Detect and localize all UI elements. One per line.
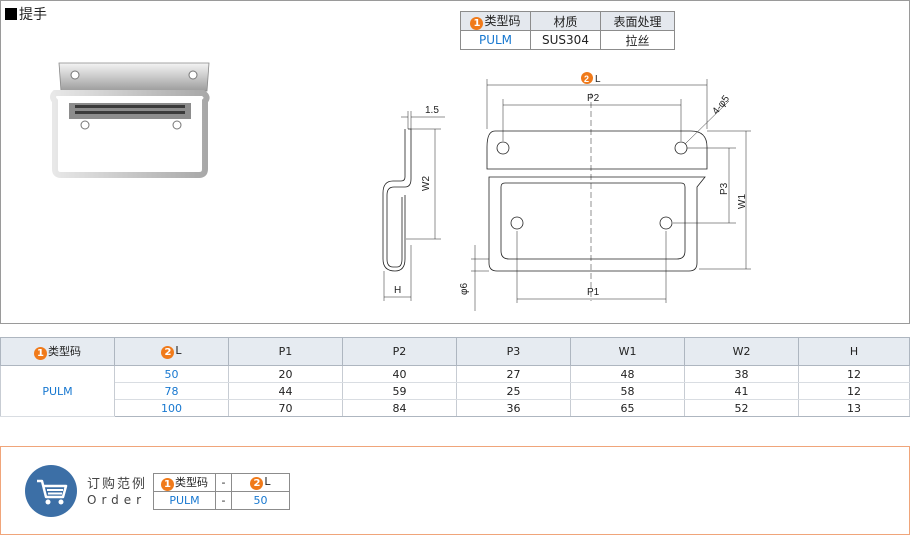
order-header-code-label: 类型码 [175, 476, 208, 489]
cell-l: 50 [114, 365, 229, 383]
cell-p3: 25 [456, 382, 571, 400]
row-code: PULM [0, 365, 115, 417]
col-header-l-label: L [175, 344, 182, 357]
dim-l: L [595, 74, 601, 85]
cart-icon [25, 465, 77, 517]
technical-drawing: 1.5 W2 H φ6 2 L P2 P1 P3 W1 4-φ5 [382, 72, 751, 311]
page-title: 提手 [5, 4, 47, 24]
cell-w1: 58 [570, 382, 685, 400]
cell-l: 100 [114, 399, 229, 417]
product-photo [50, 62, 210, 178]
dim-holes: 4-φ5 [710, 93, 732, 117]
order-header-l-label: L [264, 475, 271, 488]
cell-w2: 38 [684, 365, 799, 383]
table-row: 100 70 84 36 65 52 13 [1, 399, 910, 417]
spec-header-material: 材质 [530, 11, 601, 31]
order-code: PULM [153, 491, 216, 510]
dim-p2: P2 [587, 93, 600, 104]
order-label-cn: 订购范例 [87, 477, 148, 492]
title-text: 提手 [19, 7, 47, 23]
col-header-w1: W1 [570, 337, 685, 366]
col-header-p1: P1 [228, 337, 343, 366]
dim-w2: W2 [421, 176, 432, 191]
dim-phi6: φ6 [459, 283, 470, 295]
dim-p1: P1 [587, 287, 600, 298]
cell-p3: 36 [456, 399, 571, 417]
cell-p3: 27 [456, 365, 571, 383]
order-label-en: Order [87, 493, 147, 507]
cell-p1: 20 [228, 365, 343, 383]
marker-2-icon: 2 [161, 346, 175, 359]
cell-h: 12 [798, 365, 910, 383]
spec-material: SUS304 [530, 30, 601, 50]
dim-w1: W1 [737, 194, 748, 209]
spec-header-code-label: 类型码 [484, 14, 521, 28]
cell-p2: 40 [342, 365, 457, 383]
marker-2-text: 2 [584, 74, 589, 84]
table-row: PULM 50 20 40 27 48 38 12 [0, 365, 910, 417]
cell-h: 12 [798, 382, 910, 400]
order-l-value: 50 [231, 491, 290, 510]
cell-h: 13 [798, 399, 910, 417]
col-header-w2: W2 [684, 337, 799, 366]
cell-p1: 44 [228, 382, 343, 400]
cell-l: 78 [114, 382, 229, 400]
col-header-p3: P3 [456, 337, 571, 366]
dim-h: H [394, 285, 401, 296]
marker-1-icon: 1 [34, 347, 47, 360]
title-square-icon [5, 8, 17, 20]
dim-thickness: 1.5 [425, 105, 439, 116]
spec-surface: 拉丝 [600, 30, 675, 50]
marker-1-icon: 1 [470, 17, 484, 30]
cell-p2: 84 [342, 399, 457, 417]
col-header-p2: P2 [342, 337, 457, 366]
cell-p1: 70 [228, 399, 343, 417]
cell-w1: 65 [570, 399, 685, 417]
cell-w1: 48 [570, 365, 685, 383]
spec-header-surface: 表面处理 [600, 11, 675, 31]
cell-p2: 59 [342, 382, 457, 400]
order-header-sep: - [215, 473, 232, 492]
dim-p3: P3 [719, 182, 730, 195]
marker-2-icon [581, 72, 593, 84]
order-sep: - [215, 491, 232, 510]
cell-w2: 52 [684, 399, 799, 417]
col-header-h: H [798, 337, 910, 366]
cell-w2: 41 [684, 382, 799, 400]
marker-2-icon: 2 [250, 477, 264, 490]
col-header-code-label: 类型码 [48, 345, 81, 358]
spec-code: PULM [460, 30, 531, 50]
marker-1-icon: 1 [161, 478, 174, 491]
table-row: 78 44 59 25 58 41 12 [1, 382, 910, 400]
